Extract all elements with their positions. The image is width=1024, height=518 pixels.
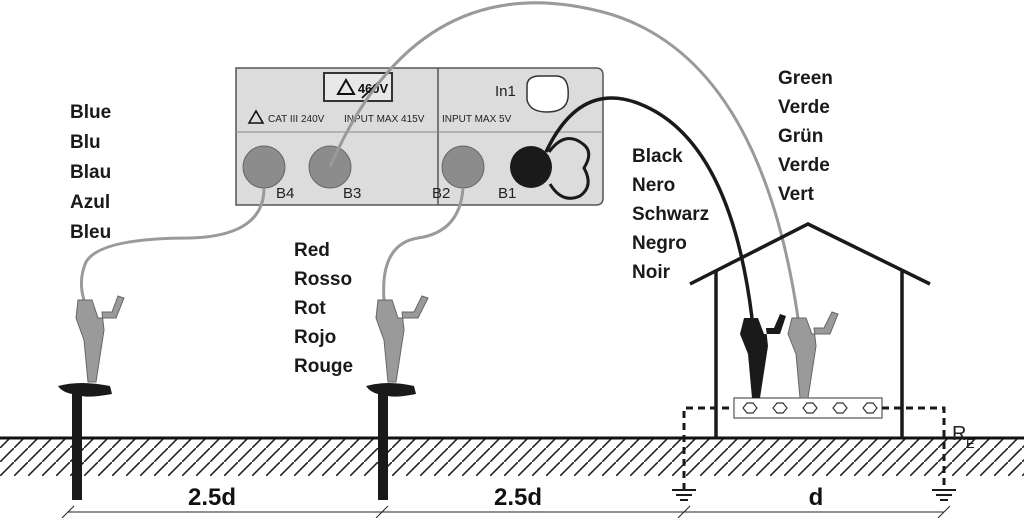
resistance-label: R E: [952, 423, 975, 451]
label-red: Red Rosso Rot Rojo Rouge: [294, 240, 353, 377]
label-green: Green Verde Grün Verde Vert: [778, 68, 833, 205]
input-max-right: INPUT MAX 5V: [442, 114, 512, 125]
instrument-panel: 460V CAT III 240V INPUT MAX 415V INPUT M…: [235, 67, 604, 206]
label-black: Black Nero Schwarz Negro Noir: [632, 146, 709, 283]
blue-cable: [79, 187, 266, 301]
ground: [0, 436, 1024, 476]
label-green-2: Grün: [778, 126, 823, 147]
label-red-0: Red: [294, 240, 330, 261]
label-blue: Blue Blu Blau Azul Bleu: [70, 102, 111, 243]
resistance-symbol: R: [952, 423, 966, 445]
ground-symbol-left: [672, 489, 696, 501]
label-black-4: Noir: [632, 262, 671, 283]
label-blue-2: Blau: [70, 162, 111, 183]
terminal-label-b4: B4: [276, 185, 294, 202]
in1-label: In1: [495, 83, 516, 100]
ground-symbol-right: [932, 489, 956, 501]
input-max-left: INPUT MAX 415V: [344, 114, 425, 125]
label-blue-4: Bleu: [70, 222, 111, 243]
electrode-red: [366, 383, 416, 500]
terminal-label-b3: B3: [343, 185, 361, 202]
house: [689, 222, 931, 438]
in1-connector: [526, 75, 569, 113]
black-cable: [544, 96, 754, 319]
terminal-label-b1: B1: [498, 185, 516, 202]
label-green-0: Green: [778, 68, 833, 89]
resistance-subscript: E: [966, 436, 975, 451]
cat-rating: CAT III 240V: [268, 114, 325, 125]
label-black-1: Nero: [632, 175, 675, 196]
clamp-blue: [75, 295, 125, 383]
label-green-3: Verde: [778, 155, 830, 176]
distance-dimension: [61, 505, 951, 518]
label-green-4: Vert: [778, 184, 815, 205]
terminal-b4: [242, 145, 286, 189]
label-blue-1: Blu: [70, 132, 101, 153]
clamp-black: [740, 314, 786, 398]
clamp-red: [375, 295, 429, 383]
earth-conductor: [682, 406, 946, 490]
label-red-1: Rosso: [294, 269, 352, 290]
label-green-1: Verde: [778, 97, 830, 118]
green-cable: [328, 1, 800, 319]
earth-busbar: [733, 397, 883, 419]
label-red-2: Rot: [294, 298, 326, 319]
terminal-b1: [510, 137, 591, 200]
label-red-4: Rouge: [294, 356, 353, 377]
red-cable: [382, 187, 465, 301]
clamp-green: [787, 311, 839, 399]
label-blue-3: Azul: [70, 192, 110, 213]
label-red-3: Rojo: [294, 327, 336, 348]
distance-label-2: 2.5d: [494, 484, 542, 511]
electrode-blue: [58, 383, 112, 500]
distance-label-3: d: [809, 484, 824, 511]
label-black-0: Black: [632, 146, 683, 167]
label-black-3: Negro: [632, 233, 687, 254]
warning-icon: [247, 109, 265, 124]
terminal-b2: [441, 145, 485, 189]
terminal-label-b2: B2: [432, 185, 450, 202]
distance-label-1: 2.5d: [188, 484, 236, 511]
label-black-2: Schwarz: [632, 204, 709, 225]
label-blue-0: Blue: [70, 102, 111, 123]
